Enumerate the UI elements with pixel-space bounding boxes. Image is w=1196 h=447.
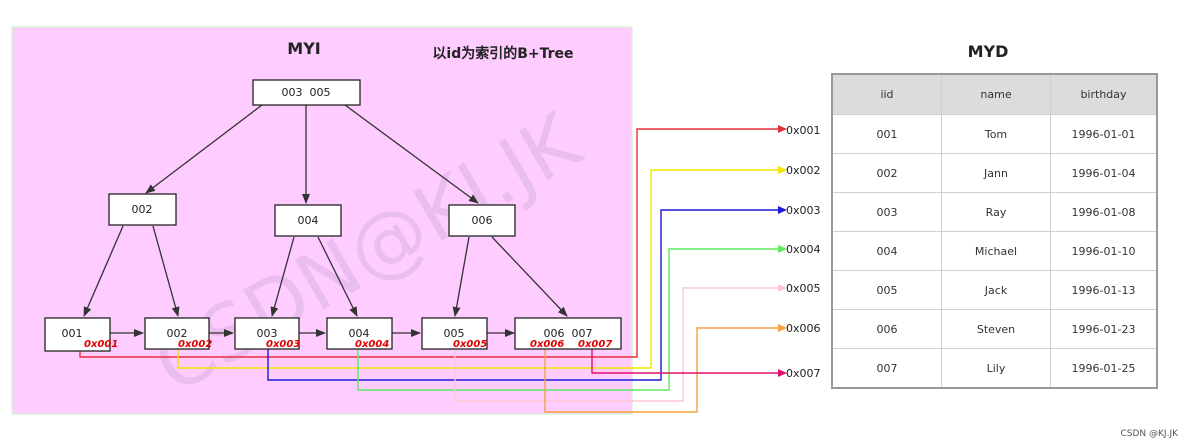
- myd-table: iid name birthday 001 Tom 1996-01-01 002…: [831, 73, 1158, 389]
- table-row: 005 Jack 1996-01-13: [831, 270, 1158, 310]
- leaf-ptr-001: 0x001: [84, 339, 118, 350]
- address-label: 0x005: [786, 282, 821, 295]
- pointer-arrowhead-2: [778, 166, 787, 174]
- pointer-link-2: [177, 169, 778, 369]
- cell-id: 003: [831, 192, 942, 232]
- cell-id: 004: [831, 231, 942, 271]
- root-keys: 003 005: [282, 86, 331, 99]
- pointer-arrowhead-6: [778, 324, 787, 332]
- pointer-arrowhead-3: [778, 206, 787, 214]
- edge-root-002: [145, 104, 263, 194]
- credit-text: CSDN @KJ.JK: [1120, 429, 1179, 439]
- leaf-keys-001: 001: [62, 327, 83, 340]
- column-header: birthday: [1050, 73, 1158, 115]
- cell-name: Ray: [941, 192, 1051, 232]
- tree-edges: [83, 104, 568, 337]
- leaf-keys-002: 002: [167, 327, 188, 340]
- table-row: 006 Steven 1996-01-23: [831, 309, 1158, 349]
- edge-006-leaf006: [491, 236, 568, 317]
- root-node: 003 005: [252, 79, 361, 106]
- edge-002-leaf002: [152, 225, 180, 317]
- cell-birthday: 1996-01-08: [1050, 192, 1158, 232]
- edge-004-leaf003: [270, 236, 295, 317]
- cell-name: Lily: [941, 348, 1051, 389]
- cell-id: 005: [831, 270, 942, 310]
- internal-keys-006: 006: [472, 214, 493, 227]
- table-row: 001 Tom 1996-01-01: [831, 114, 1158, 154]
- leaf-ptr-004: 0x004: [355, 339, 389, 350]
- leaf-ptr-002: 0x002: [178, 339, 212, 350]
- pointer-links: [79, 125, 787, 413]
- internal-keys-004: 004: [298, 214, 319, 227]
- cell-id: 007: [831, 348, 942, 389]
- leaf-node-004: 004 0x004: [326, 317, 393, 350]
- address-label: 0x003: [786, 204, 821, 217]
- pointer-link-7: [591, 349, 778, 374]
- table-row: 007 Lily 1996-01-25: [831, 348, 1158, 389]
- cell-birthday: 1996-01-13: [1050, 270, 1158, 310]
- table-header-row: iid name birthday: [831, 73, 1158, 115]
- cell-id: 002: [831, 153, 942, 193]
- internal-node-006: 006: [448, 204, 516, 237]
- cell-name: Michael: [941, 231, 1051, 271]
- column-header: name: [941, 73, 1051, 115]
- pointer-link-5: [454, 287, 778, 402]
- cell-name: Jann: [941, 153, 1051, 193]
- cell-birthday: 1996-01-23: [1050, 309, 1158, 349]
- leaf-ptr-005: 0x005: [453, 339, 487, 350]
- leaf-node-001: 001 0x001: [44, 317, 118, 352]
- pointer-link-3: [267, 209, 778, 381]
- cell-birthday: 1996-01-25: [1050, 348, 1158, 389]
- cell-name: Steven: [941, 309, 1051, 349]
- leaf-ptr-003: 0x003: [266, 339, 300, 350]
- pointer-arrowhead-7: [778, 369, 787, 377]
- edge-002-leaf001: [83, 225, 124, 317]
- myi-title: MYI: [287, 39, 320, 58]
- edge-004-leaf004: [317, 236, 358, 317]
- cell-id: 006: [831, 309, 942, 349]
- pointer-link-6: [544, 327, 778, 413]
- table-row: 002 Jann 1996-01-04: [831, 153, 1158, 193]
- cell-name: Tom: [941, 114, 1051, 154]
- cell-birthday: 1996-01-10: [1050, 231, 1158, 271]
- cell-birthday: 1996-01-04: [1050, 153, 1158, 193]
- address-label: 0x004: [786, 243, 821, 256]
- leaf-ptr-007: 0x007: [578, 339, 612, 350]
- leaf-keys-005: 005: [444, 327, 465, 340]
- leaf-node-006-007: 006 007 0x006 0x007: [514, 317, 622, 350]
- internal-node-004: 004: [274, 204, 342, 237]
- leaf-node-003: 003 0x003: [234, 317, 300, 350]
- table-row: 003 Ray 1996-01-08: [831, 192, 1158, 232]
- leaf-node-005: 005 0x005: [421, 317, 488, 350]
- address-label: 0x002: [786, 164, 821, 177]
- address-label: 0x006: [786, 322, 821, 335]
- internal-node-002: 002: [108, 193, 177, 226]
- table-row: 004 Michael 1996-01-10: [831, 231, 1158, 271]
- address-label: 0x007: [786, 367, 821, 380]
- pointer-arrowhead-4: [778, 245, 787, 253]
- myd-title: MYD: [967, 42, 1009, 61]
- leaf-keys-004: 004: [349, 327, 370, 340]
- myi-subtitle: 以id为索引的B+Tree: [432, 45, 573, 62]
- leaf-ptr-006: 0x006: [530, 339, 564, 350]
- edge-root-006: [344, 104, 479, 204]
- pointer-link-4: [357, 248, 778, 391]
- cell-name: Jack: [941, 270, 1051, 310]
- cell-birthday: 1996-01-01: [1050, 114, 1158, 154]
- column-header: iid: [831, 73, 942, 115]
- leaf-keys-003: 003: [257, 327, 278, 340]
- edge-006-leaf005: [452, 236, 470, 317]
- address-label: 0x001: [786, 124, 821, 137]
- cell-id: 001: [831, 114, 942, 154]
- leaf-node-002: 002 0x002: [144, 317, 212, 350]
- internal-keys-002: 002: [132, 203, 153, 216]
- pointer-link-1: [79, 128, 778, 358]
- address-labels: 0x001 0x002 0x003 0x004 0x005 0x006 0x00…: [786, 124, 821, 380]
- pointer-arrowhead-5: [778, 284, 787, 292]
- leaf-keys-006-007: 006 007: [544, 327, 593, 340]
- pointer-arrowhead-1: [778, 125, 787, 133]
